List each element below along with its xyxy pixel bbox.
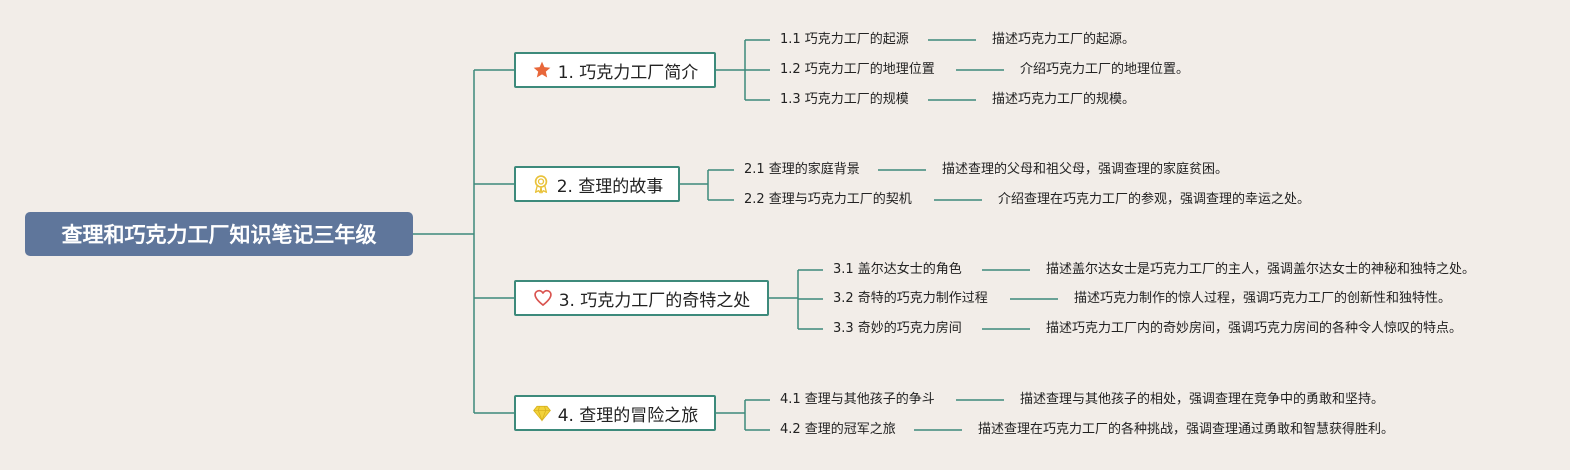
branch-topic-3-label: 3. 巧克力工厂的奇特之处 xyxy=(558,290,751,311)
diamond-icon xyxy=(532,403,552,423)
subtopic-2-2[interactable]: 2.2 查理与巧克力工厂的契机 xyxy=(744,192,912,207)
branch-topic-1[interactable]: 1. 巧克力工厂简介 xyxy=(514,52,716,88)
subtopic-3-3[interactable]: 3.3 奇妙的巧克力房间 xyxy=(833,321,962,336)
star-icon xyxy=(532,60,552,80)
subtopic-1-3[interactable]: 1.3 巧克力工厂的规模 xyxy=(780,92,909,107)
subtopic-4-1[interactable]: 4.1 查理与其他孩子的争斗 xyxy=(780,392,935,407)
subtopic-4-2[interactable]: 4.2 查理的冠军之旅 xyxy=(780,422,896,437)
subtopic-1-2[interactable]: 1.2 巧克力工厂的地理位置 xyxy=(780,62,935,77)
subtopic-1-1-desc[interactable]: 描述巧克力工厂的起源。 xyxy=(992,32,1136,47)
subtopic-3-2-desc[interactable]: 描述巧克力制作的惊人过程，强调巧克力工厂的创新性和独特性。 xyxy=(1074,291,1452,306)
subtopic-3-1[interactable]: 3.1 盖尔达女士的角色 xyxy=(833,262,962,277)
subtopic-2-2-desc[interactable]: 介绍查理在巧克力工厂的参观，强调查理的幸运之处。 xyxy=(998,192,1311,207)
subtopic-2-1[interactable]: 2.1 查理的家庭背景 xyxy=(744,162,860,177)
subtopic-1-1[interactable]: 1.1 巧克力工厂的起源 xyxy=(780,32,909,47)
root-topic-title: 查理和巧克力工厂知识笔记三年级 xyxy=(61,223,377,247)
branch-topic-2-label: 2. 查理的故事 xyxy=(556,176,664,197)
branch-topic-2[interactable]: 2. 查理的故事 xyxy=(514,166,680,202)
branch-topic-3[interactable]: 3. 巧克力工厂的奇特之处 xyxy=(514,280,769,316)
subtopic-2-1-desc[interactable]: 描述查理的父母和祖父母，强调查理的家庭贫困。 xyxy=(942,162,1229,177)
branch-topic-1-label: 1. 巧克力工厂简介 xyxy=(557,62,699,83)
branch-topic-4[interactable]: 4. 查理的冒险之旅 xyxy=(514,395,716,431)
subtopic-3-2[interactable]: 3.2 奇特的巧克力制作过程 xyxy=(833,291,988,306)
root-topic[interactable]: 查理和巧克力工厂知识笔记三年级 xyxy=(25,212,413,256)
subtopic-3-1-desc[interactable]: 描述盖尔达女士是巧克力工厂的主人，强调盖尔达女士的神秘和独特之处。 xyxy=(1046,262,1476,277)
subtopic-4-2-desc[interactable]: 描述查理在巧克力工厂的各种挑战，强调查理通过勇敢和智慧获得胜利。 xyxy=(978,422,1395,437)
heart-icon xyxy=(533,288,553,308)
branch-topic-4-label: 4. 查理的冒险之旅 xyxy=(557,405,699,426)
subtopic-4-1-desc[interactable]: 描述查理与其他孩子的相处，强调查理在竞争中的勇敢和坚持。 xyxy=(1020,392,1385,407)
subtopic-3-3-desc[interactable]: 描述巧克力工厂内的奇妙房间，强调巧克力房间的各种令人惊叹的特点。 xyxy=(1046,321,1463,336)
medal-icon xyxy=(531,174,551,194)
subtopic-1-2-desc[interactable]: 介绍巧克力工厂的地理位置。 xyxy=(1020,62,1190,77)
subtopic-1-3-desc[interactable]: 描述巧克力工厂的规模。 xyxy=(992,92,1136,107)
